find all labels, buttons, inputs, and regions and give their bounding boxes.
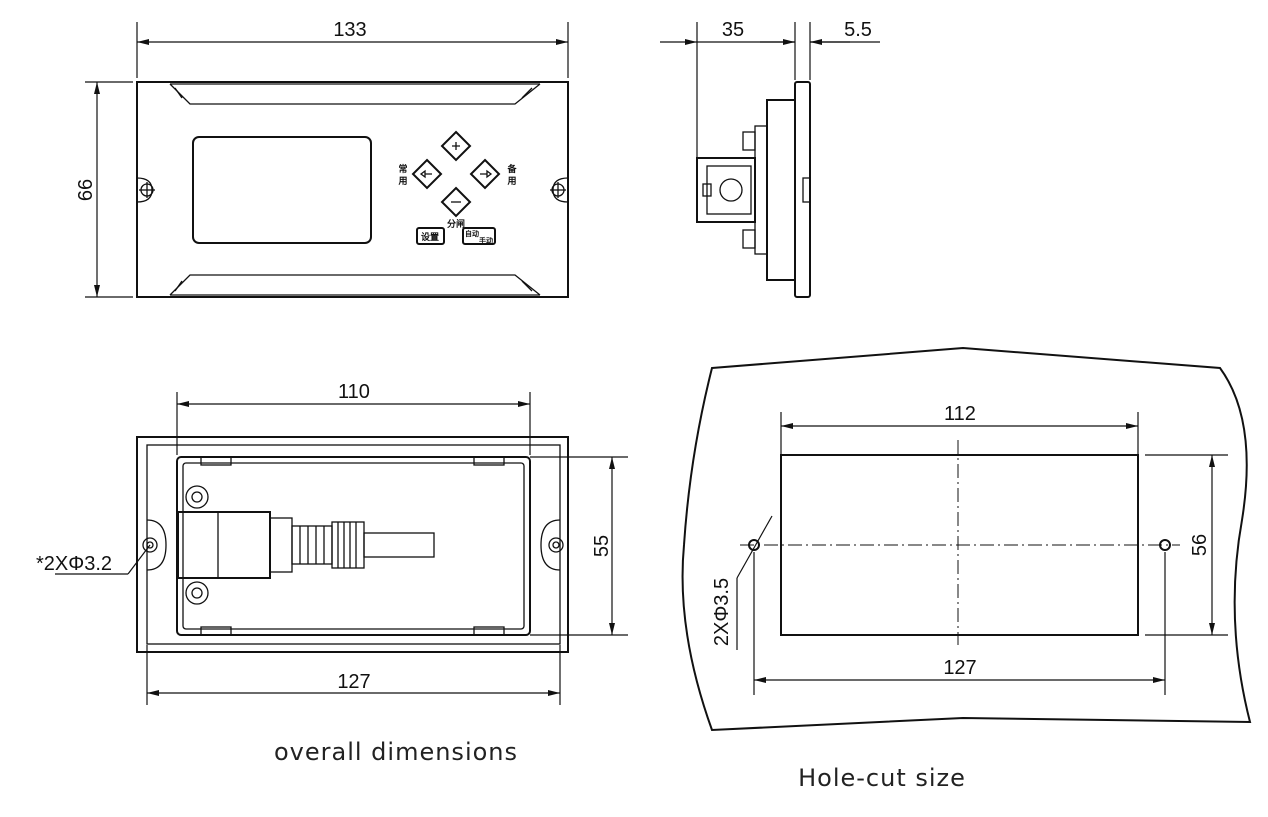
right-key xyxy=(469,158,501,190)
down-key xyxy=(440,186,472,218)
cutout-hole-left xyxy=(748,539,760,551)
svg-text:用: 用 xyxy=(397,176,407,187)
back-hole-right xyxy=(548,537,564,553)
back-frame-outer xyxy=(136,436,569,653)
key-label-right: 备 xyxy=(506,163,517,175)
cutout-view: 112 56 127 2XΦ3.5 xyxy=(681,346,1252,732)
keypad: 常 用 备 用 分闸 设置 自动 手动 xyxy=(397,130,517,245)
cut-hole-spacing-label: 127 xyxy=(943,657,976,679)
back-hole-left xyxy=(142,537,158,553)
front-panel-outline xyxy=(136,81,569,298)
back-view: 110 xyxy=(36,381,628,705)
inner-height-label: 55 xyxy=(591,535,613,557)
left-key xyxy=(411,158,443,190)
side-body xyxy=(766,99,796,281)
svg-text:用: 用 xyxy=(506,176,516,187)
side-view: 35 5.5 xyxy=(660,19,880,298)
key-label-bottom: 分闸 xyxy=(447,218,465,230)
height-label: 66 xyxy=(75,179,97,201)
inner-width-label: 110 xyxy=(338,381,370,403)
cut-hole-label: 2XΦ3.5 xyxy=(711,578,733,646)
set-key xyxy=(416,227,445,245)
auto-key-label: 自动 xyxy=(465,229,479,238)
cut-height-label: 56 xyxy=(1189,534,1211,556)
front-view: 133 66 常 用 备 用 xyxy=(75,19,569,298)
hole-cut-caption: Hole-cut size xyxy=(798,764,966,792)
display-window xyxy=(192,136,372,244)
cut-width-label: 112 xyxy=(944,403,976,425)
width-label: 133 xyxy=(333,19,366,41)
set-key-label: 设置 xyxy=(421,231,439,243)
auto-manual-key xyxy=(462,227,496,245)
panel-break-outline xyxy=(681,346,1252,732)
overall-dimensions-caption: overall dimensions xyxy=(274,738,518,766)
back-hole-label: *2XΦ3.2 xyxy=(36,553,112,575)
back-hole-spacing-label: 127 xyxy=(337,671,370,693)
flange-label: 5.5 xyxy=(844,19,872,41)
back-connector xyxy=(177,485,435,605)
back-recess xyxy=(176,456,531,636)
side-connector xyxy=(696,157,756,223)
up-key xyxy=(440,130,472,162)
depth-label: 35 xyxy=(722,19,744,41)
manual-key-label: 手动 xyxy=(479,236,493,245)
cutout-hole-right xyxy=(1159,539,1171,551)
key-label-left: 常 xyxy=(398,163,407,175)
cable xyxy=(363,532,435,558)
